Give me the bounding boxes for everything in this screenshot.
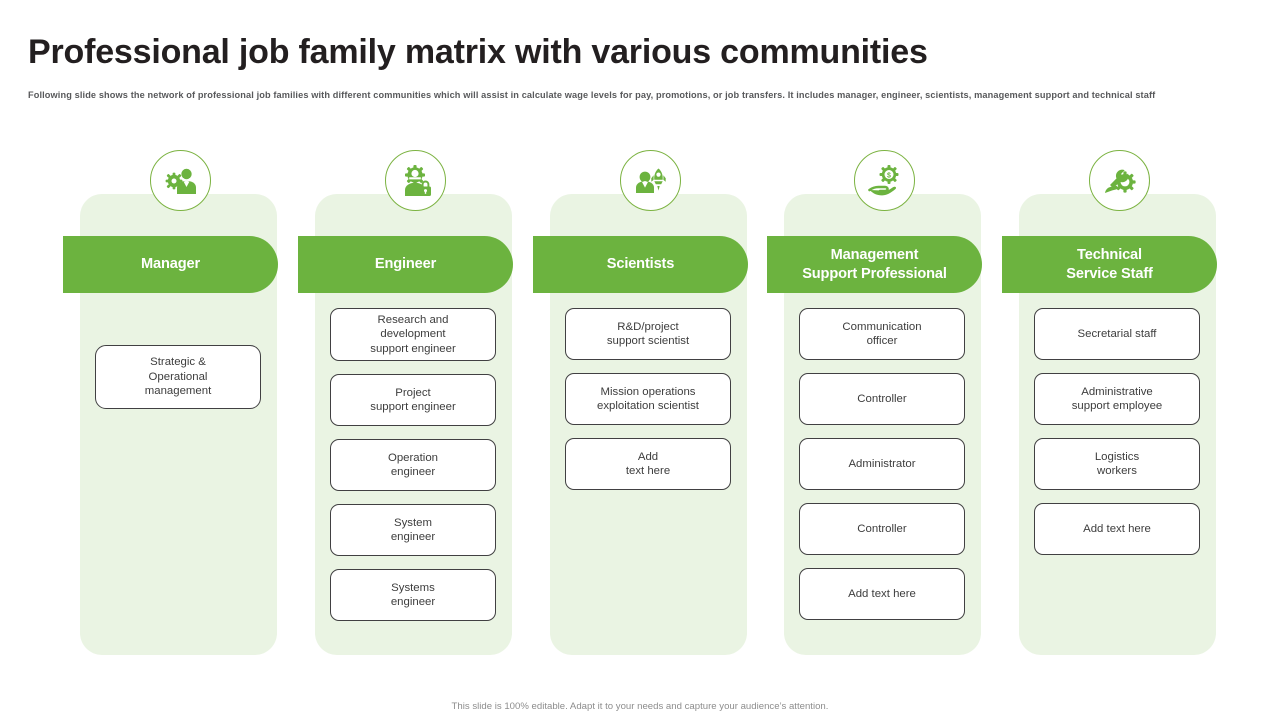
column-header-manager[interactable]: Manager [63,236,278,293]
job-card[interactable]: Mission operations exploitation scientis… [565,373,731,425]
job-card[interactable]: R&D/project support scientist [565,308,731,360]
column-items-engineer: Research and development support enginee… [330,308,496,634]
job-card[interactable]: Systems engineer [330,569,496,622]
job-family-column-management-support-professional: $ Management Support Professional Commun… [757,150,992,670]
column-items-management-support-professional: Communication officer Controller Adminis… [799,308,965,633]
job-card-label: Administrator [848,457,916,470]
hand-gear-dollar-icon: $ [854,150,915,211]
job-family-matrix: Manager Strategic & Operational manageme… [0,150,1280,670]
column-header-label: Engineer [374,256,437,273]
engineer-gear-lock-icon [385,150,446,211]
column-header-label: Manager [141,256,200,273]
job-card-label: Add text here [848,587,916,600]
job-card[interactable]: Strategic & Operational management [95,345,261,409]
job-card[interactable]: Operation engineer [330,439,496,492]
column-header-scientists[interactable]: Scientists [533,236,748,293]
job-card-label: Logistics workers [1094,450,1140,477]
svg-text:$: $ [887,172,891,179]
job-card-label: Mission operations exploitation scientis… [597,385,699,412]
scientist-rocket-person-icon [620,150,681,211]
job-family-column-technical-service-staff: Technical Service Staff Secretarial staf… [992,150,1227,670]
job-card[interactable]: Administrative support employee [1034,373,1200,425]
job-card-label: Research and development support enginee… [370,314,456,355]
job-card-label: Operation engineer [387,451,439,479]
job-card[interactable]: Controller [799,373,965,425]
job-card[interactable]: Logistics workers [1034,438,1200,490]
job-card-label: Add text here [625,450,671,477]
column-items-scientists: R&D/project support scientist Mission op… [565,308,731,503]
job-card-label: Strategic & Operational management [144,356,212,398]
job-card-label: Secretarial staff [1077,327,1157,340]
job-card-label: System engineer [390,516,436,544]
job-card-label: Communication officer [842,320,922,347]
hand-wrench-gear-icon [1089,150,1150,211]
job-card[interactable]: Communication officer [799,308,965,360]
job-card[interactable]: Controller [799,503,965,555]
column-header-label: Technical Service Staff [1066,246,1153,282]
job-card[interactable]: Project support engineer [330,374,496,427]
column-header-management-support-professional[interactable]: Management Support Professional [767,236,982,293]
job-card-label: Project support engineer [370,386,456,414]
job-card-label: Controller [857,522,907,535]
column-header-label: Management Support Professional [802,246,947,282]
job-family-column-manager: Manager Strategic & Operational manageme… [53,150,288,670]
job-card[interactable]: Administrator [799,438,965,490]
column-items-manager: Strategic & Operational management [95,345,261,422]
job-card[interactable]: Secretarial staff [1034,308,1200,360]
job-card[interactable]: System engineer [330,504,496,557]
slide-footer-note: This slide is 100% editable. Adapt it to… [451,701,829,712]
manager-gear-person-icon [150,150,211,211]
job-card[interactable]: Add text here [565,438,731,490]
column-header-technical-service-staff[interactable]: Technical Service Staff [1002,236,1217,293]
page-subtitle: Following slide shows the network of pro… [28,90,1156,100]
column-items-technical-service-staff: Secretarial staff Administrative support… [1034,308,1200,568]
job-card-label: Add text here [1083,522,1151,535]
job-card-label: Controller [857,392,907,405]
job-family-column-scientists: Scientists R&D/project support scientist… [523,150,758,670]
job-card-label: Systems engineer [390,581,436,609]
job-family-column-engineer: Engineer Research and development suppor… [288,150,523,670]
job-card-label: Administrative support employee [1071,385,1163,412]
page-title: Professional job family matrix with vari… [28,33,928,71]
column-header-label: Scientists [606,256,675,273]
column-header-engineer[interactable]: Engineer [298,236,513,293]
job-card-label: R&D/project support scientist [606,320,690,347]
job-card[interactable]: Add text here [799,568,965,620]
job-card[interactable]: Add text here [1034,503,1200,555]
job-card[interactable]: Research and development support enginee… [330,308,496,362]
